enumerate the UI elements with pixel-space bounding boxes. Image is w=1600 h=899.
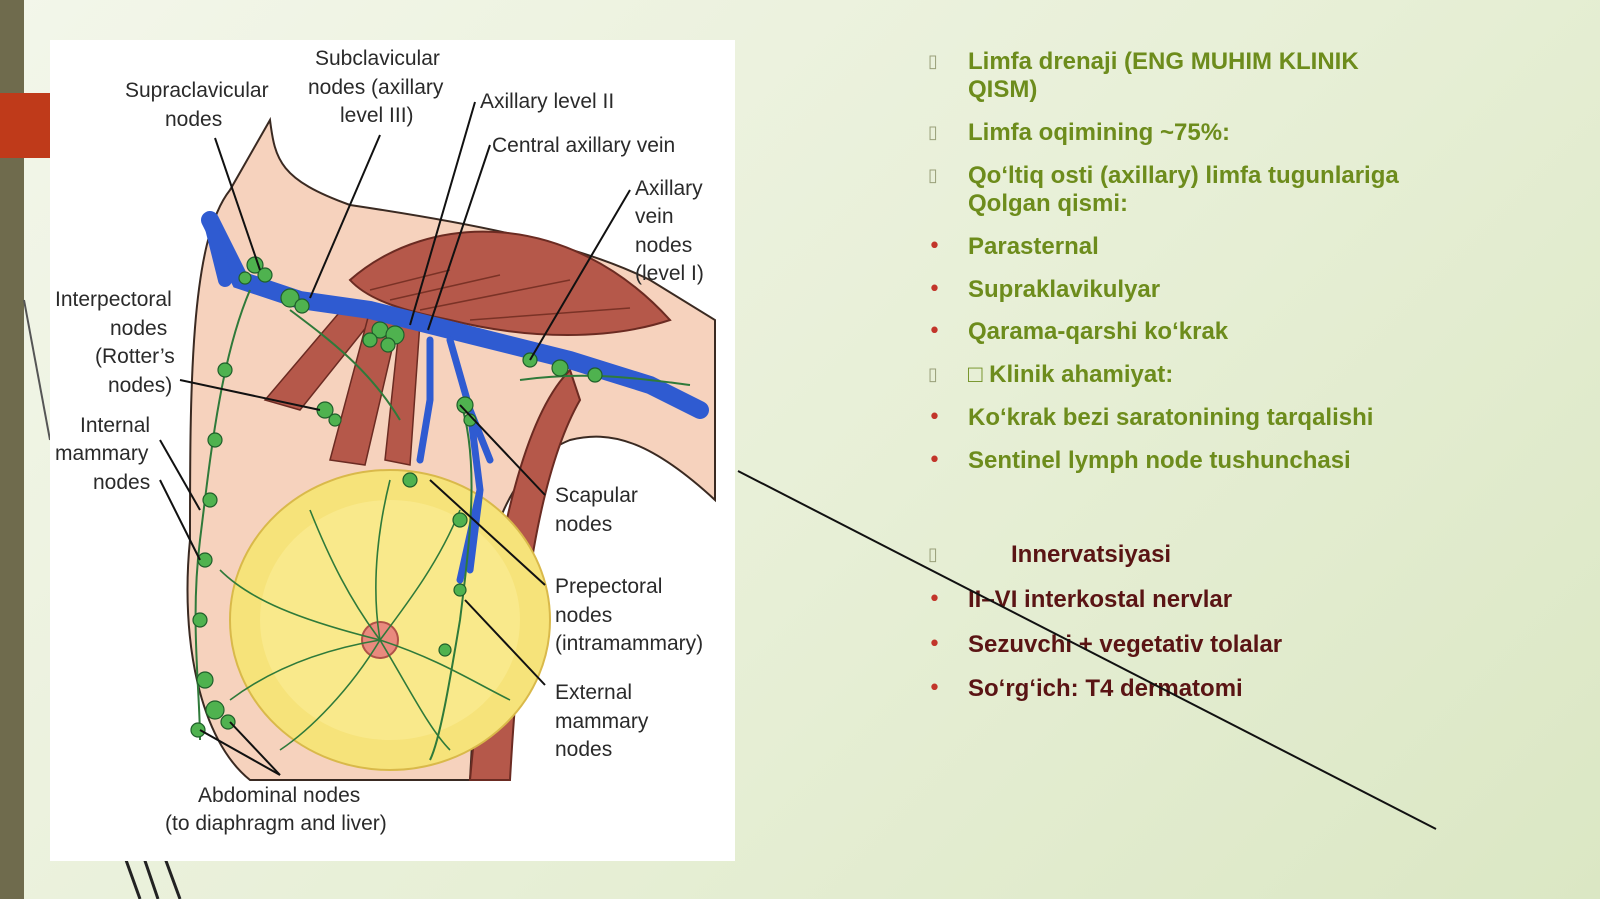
label-internal-2: mammary [55,442,149,465]
label-central-axillary-vein: Central axillary vein [492,134,675,157]
label-axillary-vein-1: Axillary [635,177,703,200]
list-item: • So‘rg‘ich: T4 dermatomi [928,675,1428,703]
square-bullet-icon: ▯ [928,165,938,186]
dot-bullet-icon: • [928,277,941,302]
list-item: • Supraklavikulyar [928,276,1428,304]
square-bullet-icon: ▯ [928,122,938,143]
dot-bullet-icon: • [928,405,941,430]
list-item-text: II–VI interkostal nervlar [968,586,1233,613]
section-heading-innervation: Innervatsiyasi [1011,541,1172,568]
label-abdominal-1: Abdominal nodes [198,784,360,807]
label-axillary-vein-3: nodes [635,234,692,257]
list-item: ▯ Qo‘ltiq osti (axillary) limfa tugunlar… [928,162,1428,218]
label-external-2: mammary [555,710,649,733]
label-axillary-vein-2: vein [635,205,674,228]
anatomy-illustration: Supraclavicular nodes Subclavicular node… [55,47,716,835]
dot-bullet-icon: • [928,319,941,344]
square-bullet-icon: ▯ [928,544,938,565]
dot-bullet-icon: • [928,587,941,612]
label-axillary-vein-4: (level I) [635,262,704,285]
list-item: • Sentinel lymph node tushunchasi [928,447,1428,475]
label-subclavicular-1: Subclavicular [315,47,440,70]
list-item: ▯ □ Klinik ahamiyat: [928,361,1428,389]
list-item-text: Limfa drenaji (ENG MUHIM KLINIK QISM) [968,48,1359,103]
list-item-text: Ko‘krak bezi saratonining tarqalishi [968,404,1374,431]
label-subclavicular-2: nodes (axillary [308,76,444,99]
list-item-text: So‘rg‘ich: T4 dermatomi [968,675,1243,702]
list-item: • Ko‘krak bezi saratonining tarqalishi [928,404,1428,432]
dot-bullet-icon: • [928,448,941,473]
list-item-text: Limfa oqimining ~75%: [968,119,1231,146]
label-internal-1: Internal [80,414,150,437]
label-prepectoral-2: nodes [555,604,612,627]
list-item-text: Qo‘ltiq osti (axillary) limfa tugunlarig… [968,162,1399,217]
list-item: • Parasternal [928,233,1428,261]
dot-bullet-icon: • [928,632,941,657]
square-bullet-icon: ▯ [928,51,938,72]
list-item-text: Parasternal [968,233,1099,260]
label-supraclavicular-1: Supraclavicular [125,79,269,102]
label-prepectoral-1: Prepectoral [555,575,662,598]
list-item-text: □ Klinik ahamiyat: [968,361,1174,388]
list-item: ▯ Limfa drenaji (ENG MUHIM KLINIK QISM) [928,48,1428,104]
label-internal-3: nodes [93,471,150,494]
list-item-text: Sentinel lymph node tushunchasi [968,447,1351,474]
list-item-text: Supraklavikulyar [968,276,1161,303]
slide-accent-block [0,93,50,158]
list-item: ▯ Innervatsiyasi [928,541,1428,569]
dot-bullet-icon: • [928,234,941,259]
list-item: • Sezuvchi + vegetativ tolalar [928,631,1428,659]
label-interpectoral-1: Interpectoral [55,288,172,311]
label-scapular-2: nodes [555,513,612,536]
label-external-3: nodes [555,738,612,761]
label-prepectoral-3: (intramammary) [555,632,703,655]
label-abdominal-2: (to diaphragm and liver) [165,812,387,835]
label-interpectoral-2: nodes [110,317,167,340]
list-item: ▯ Limfa oqimining ~75%: [928,119,1428,147]
label-interpectoral-3: (Rotter’s [95,345,175,368]
list-item: • II–VI interkostal nervlar [928,586,1428,614]
label-external-1: External [555,681,632,704]
breast-lymph-drainage-figure: Supraclavicular nodes Subclavicular node… [50,40,735,861]
list-item-text: Qarama-qarshi ko‘krak [968,318,1229,345]
label-subclavicular-3: level III) [340,104,414,127]
list-item-text: Sezuvchi + vegetativ tolalar [968,631,1283,658]
dot-bullet-icon: • [928,676,941,701]
list-item: • Qarama-qarshi ko‘krak [928,318,1428,346]
label-scapular-1: Scapular [555,484,638,507]
label-interpectoral-4: nodes) [108,374,172,397]
label-axillary-level-ii: Axillary level II [480,90,614,113]
square-bullet-icon: ▯ [928,364,938,385]
label-supraclavicular-2: nodes [165,108,222,131]
